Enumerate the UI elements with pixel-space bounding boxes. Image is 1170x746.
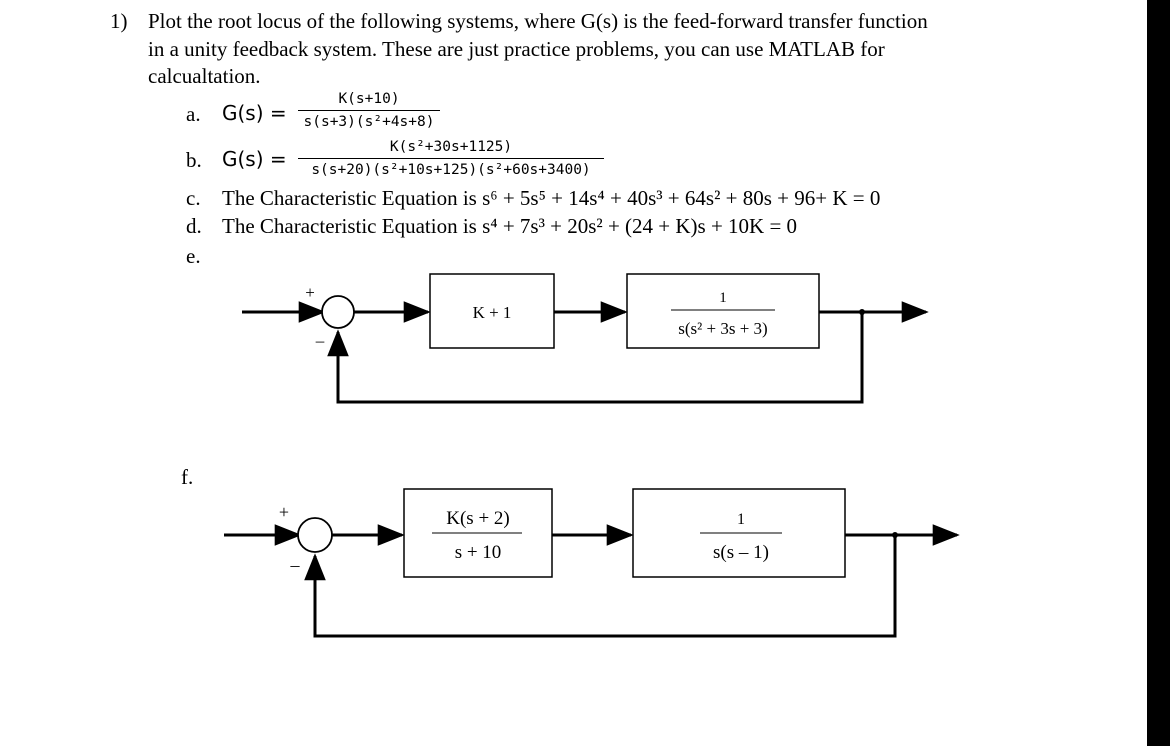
diagram-f-block2-numerator: 1: [737, 511, 745, 528]
diagram-e-plus-sign: +: [305, 283, 315, 302]
diagram-f-minus-sign: –: [290, 555, 301, 575]
diagram-f-block2-denominator: s(s – 1): [713, 542, 769, 563]
part-a-denominator: s(s+3)(s²+4s+8): [303, 114, 435, 130]
diagram-f-plus-sign: +: [279, 502, 289, 522]
diagram-e: + – K + 1 1 s(s² + 3s + 3): [242, 273, 929, 404]
diagram-e-block2: [626, 273, 820, 349]
diagram-e-block1: [429, 273, 555, 349]
fraction-bar: [298, 158, 604, 159]
right-edge-bar: [1147, 0, 1170, 746]
part-b-fraction: K(s²+30s+1125) s(s+20)(s²+10s+125)(s²+60…: [298, 138, 604, 179]
diagram-f-feedback-path: [304, 535, 897, 638]
problem-number: 1): [110, 9, 128, 33]
part-b-denominator: s(s+20)(s²+10s+125)(s²+60s+3400): [311, 162, 591, 178]
part-b-label: b.: [186, 148, 202, 172]
problem-line-1: Plot the root locus of the following sys…: [148, 9, 928, 33]
diagram-e-summing-junction: [321, 295, 355, 329]
problem-line-2: in a unity feedback system. These are ju…: [148, 37, 885, 61]
part-d-label: d.: [186, 214, 202, 238]
diagram-e-block2-numerator: 1: [719, 290, 727, 306]
part-c-equation: The Characteristic Equation is s⁶ + 5s⁵ …: [222, 186, 881, 210]
part-a-fraction: K(s+10) s(s+3)(s²+4s+8): [298, 90, 440, 131]
part-f-label: f.: [181, 465, 194, 489]
part-a-lhs: G(s) =: [222, 101, 287, 125]
part-e-label: e.: [186, 244, 201, 268]
part-b-numerator: K(s²+30s+1125): [389, 139, 513, 155]
diagram-e-block2-denominator: s(s² + 3s + 3): [678, 319, 767, 338]
diagram-f-block1-numerator: K(s + 2): [446, 508, 510, 529]
diagram-e-block1-label: K + 1: [473, 303, 512, 322]
fraction-bar: [298, 110, 440, 111]
diagram-e-minus-sign: –: [315, 331, 325, 350]
diagram-f-block1-denominator: s + 10: [455, 542, 502, 563]
part-a-numerator: K(s+10): [338, 91, 400, 107]
part-b-lhs: G(s) =: [222, 147, 287, 171]
part-d-equation: The Characteristic Equation is s⁴ + 7s³ …: [222, 214, 798, 238]
part-c-label: c.: [186, 186, 201, 210]
diagram-f: + – K(s + 2) s + 10 1 s(s – 1): [224, 488, 960, 638]
diagram-e-feedback-path: [327, 312, 864, 404]
problem-line-3: calcualtation.: [148, 64, 261, 88]
diagram-f-summing-junction: [297, 517, 333, 553]
part-a-label: a.: [186, 102, 201, 126]
